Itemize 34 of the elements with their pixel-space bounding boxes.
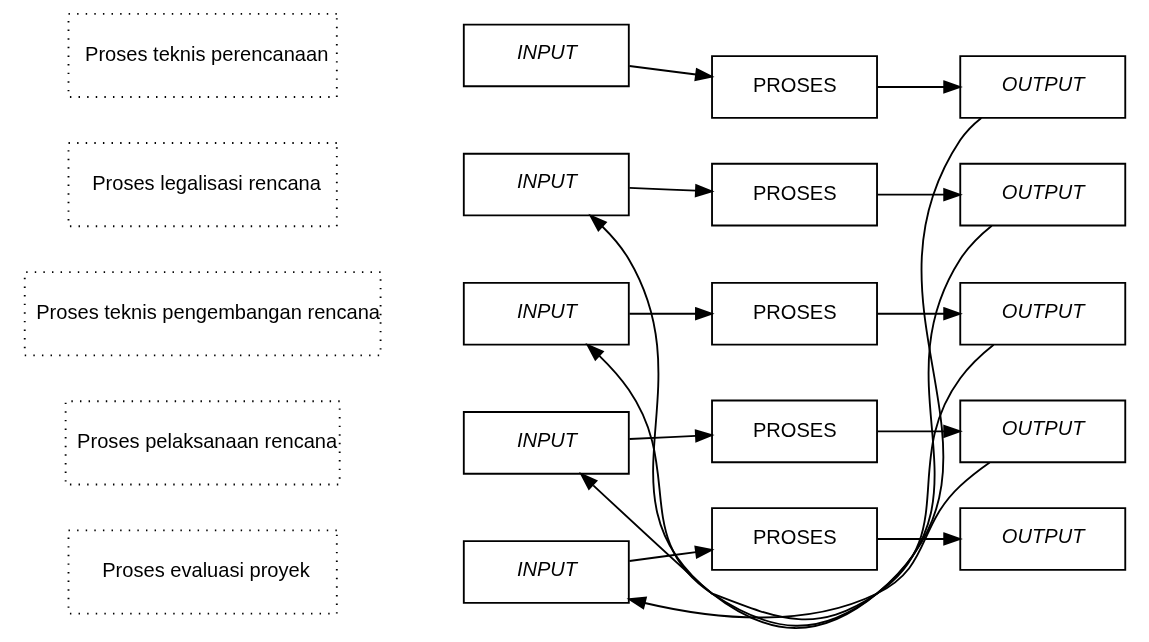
arrow [626, 461, 991, 619]
node-box: Proses teknis perencanaan [67, 12, 338, 98]
arrow [587, 117, 982, 629]
node-box: PROSES [710, 507, 878, 571]
node-box: PROSES [710, 55, 878, 119]
node-box: INPUT [462, 152, 630, 217]
node-box: OUTPUT [958, 281, 1126, 346]
node-box: OUTPUT [958, 162, 1126, 227]
node-box: INPUT [462, 411, 630, 475]
arrow [876, 80, 963, 94]
node-box: PROSES [710, 399, 878, 464]
arrow [578, 343, 995, 621]
arrow [628, 183, 715, 198]
node-box: INPUT [462, 540, 630, 604]
node-box: Proses evaluasi proyek [67, 529, 338, 615]
arrow [584, 224, 993, 627]
arrow [876, 306, 963, 321]
arrow [876, 424, 963, 439]
arrow [628, 429, 715, 443]
node-box: Proses pelaksanaan rencana [64, 400, 341, 486]
arrow [876, 187, 963, 202]
arrow [628, 65, 715, 82]
node-box: INPUT [462, 23, 630, 88]
node-box: PROSES [710, 162, 878, 227]
node-box: PROSES [710, 281, 878, 346]
node-box: OUTPUT [958, 507, 1126, 571]
node-box: OUTPUT [958, 55, 1126, 119]
node-box: Proses teknis pengembangan rencana [23, 271, 381, 357]
node-box: Proses legalisasi rencana [67, 142, 338, 228]
arrow [628, 545, 715, 562]
node-box: INPUT [462, 281, 630, 346]
node-box: OUTPUT [958, 399, 1126, 464]
arrow [628, 306, 715, 321]
arrow [876, 532, 963, 546]
